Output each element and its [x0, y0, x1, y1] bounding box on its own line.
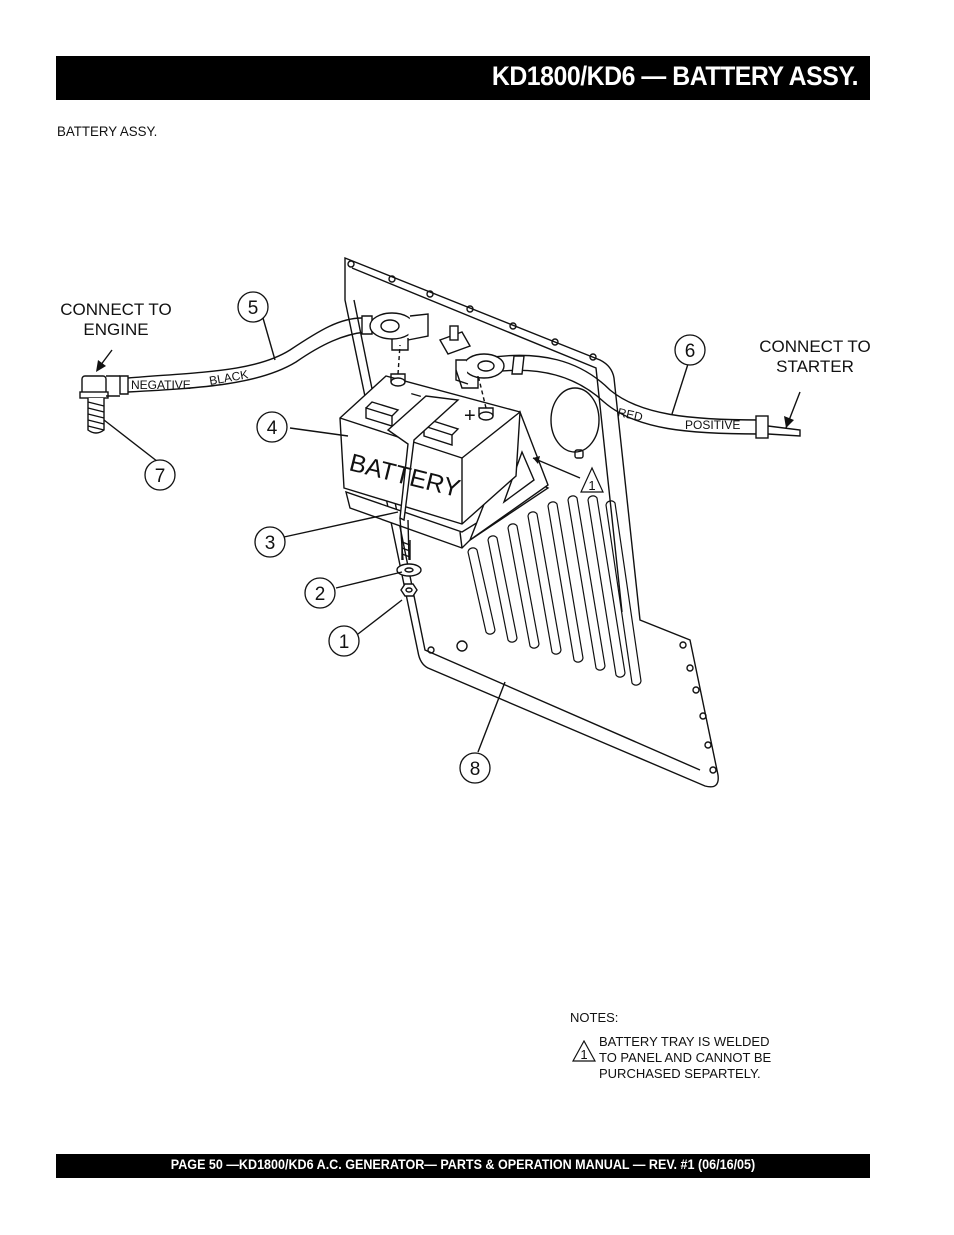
note-line-3: PURCHASED SEPARTELY.: [599, 1066, 761, 1081]
callout-6-label: 6: [685, 341, 696, 362]
nut: [400, 583, 418, 597]
callout-4: [256, 411, 288, 443]
callout-1: [328, 625, 360, 657]
callout-1-label: 1: [339, 632, 350, 653]
positive-cable: [455, 353, 801, 439]
connect-engine-line1: CONNECT TO: [60, 300, 171, 319]
header-bar: KD1800/KD6 — BATTERY ASSY.: [56, 56, 870, 100]
callout-5: [237, 291, 269, 323]
cable-label-positive: POSITIVE: [685, 418, 740, 432]
note-marker-icon: 1: [572, 1040, 596, 1062]
callout-2: [304, 577, 336, 609]
callout-5-label: 5: [248, 298, 259, 319]
callout-4-label: 4: [267, 418, 278, 439]
callout-8-label: 8: [470, 759, 481, 780]
cable-label-red: RED: [616, 405, 644, 424]
notes-heading: NOTES:: [570, 1010, 619, 1025]
washer: [396, 563, 422, 577]
note-line-1: BATTERY TRAY IS WELDED: [599, 1034, 770, 1049]
callout-6: [674, 334, 706, 366]
page-title: KD1800/KD6 — BATTERY ASSY.: [491, 61, 859, 91]
cable-label-negative: NEGATIVE: [131, 378, 191, 392]
callout-7-label: 7: [155, 466, 166, 487]
note-line-2: TO PANEL AND CANNOT BE: [599, 1050, 772, 1065]
footer-text: PAGE 50 —KD1800/KD6 A.C. GENERATOR— PART…: [170, 1157, 756, 1172]
callout-3: [254, 526, 286, 558]
callout-8: [459, 752, 491, 784]
note-triangle-icon: [580, 466, 604, 493]
battery: [339, 375, 521, 561]
positive-terminal-sign: +: [464, 405, 476, 427]
note-marker-number: 1: [580, 1047, 587, 1062]
callout-7: [144, 459, 176, 491]
tray-note-ref: 1: [588, 478, 595, 493]
connect-starter-line1: CONNECT TO: [759, 337, 870, 356]
ground-bolt: [79, 375, 120, 434]
callout-3-label: 3: [265, 533, 276, 554]
footer-bar: PAGE 50 —KD1800/KD6 A.C. GENERATOR— PART…: [56, 1154, 870, 1178]
section-subheading: BATTERY ASSY.: [57, 123, 158, 139]
cable-label-black: BLACK: [208, 367, 249, 388]
callout-2-label: 2: [315, 584, 326, 605]
negative-cable: [119, 312, 429, 395]
connect-starter-line2: STARTER: [776, 357, 854, 376]
connect-engine-line2: ENGINE: [83, 320, 148, 339]
